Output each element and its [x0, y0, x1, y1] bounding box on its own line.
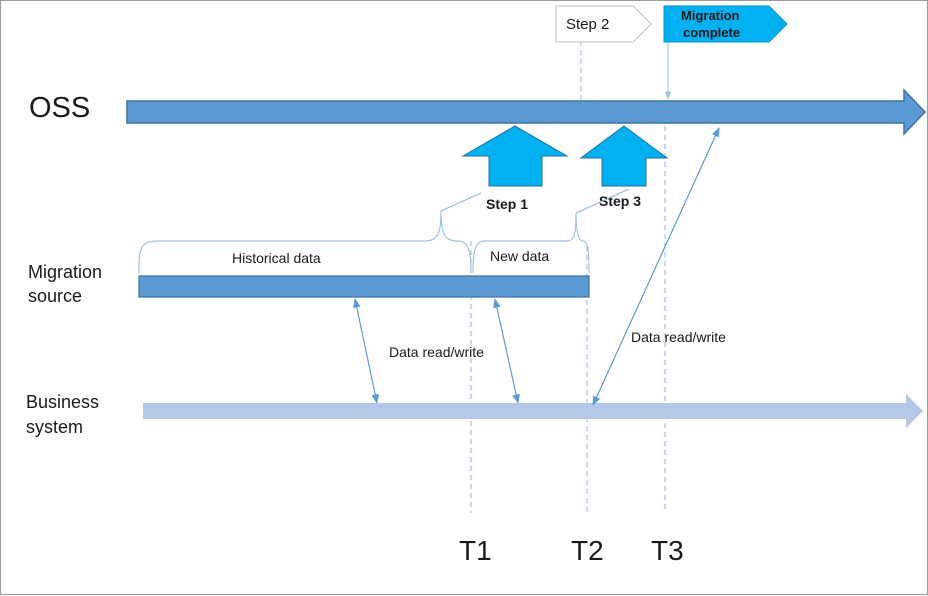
migration-complete-chevron [663, 5, 788, 43]
step1-label: Step 1 [486, 196, 528, 212]
business-system-label-line2: system [26, 417, 83, 437]
business-system-arrow [143, 394, 923, 428]
data-read-write-label-right: Data read/write [631, 329, 726, 345]
oss-arrow [126, 88, 927, 136]
migration-complete-label-line2: complete [683, 25, 740, 40]
step2-chevron [555, 5, 652, 43]
migration-source-bar [138, 275, 590, 298]
read-write-arrow-oss [592, 127, 720, 406]
historical-data-brace [138, 210, 472, 274]
read-write-arrow-historical [353, 298, 379, 404]
time-label-t2: T2 [571, 535, 604, 566]
step1-up-arrow [461, 125, 569, 187]
time-label-t1: T1 [459, 535, 492, 566]
new-data-label: New data [490, 248, 549, 264]
data-read-write-label-left: Data read/write [389, 344, 484, 360]
migration-complete-label-line1: Migration [681, 8, 740, 23]
step3-up-arrow [579, 125, 669, 187]
step2-label: Step 2 [566, 16, 609, 33]
migration-source-label-line1: Migration [28, 262, 102, 282]
read-write-arrow-new [493, 298, 520, 404]
step3-label: Step 3 [599, 193, 641, 209]
step1-callout-line [440, 192, 482, 212]
new-data-brace [472, 212, 590, 274]
time-label-t3: T3 [651, 535, 684, 566]
historical-data-label: Historical data [232, 250, 321, 266]
business-system-label-line1: Business [26, 392, 99, 412]
oss-label: OSS [29, 92, 90, 124]
migration-source-label-line2: source [28, 286, 82, 306]
